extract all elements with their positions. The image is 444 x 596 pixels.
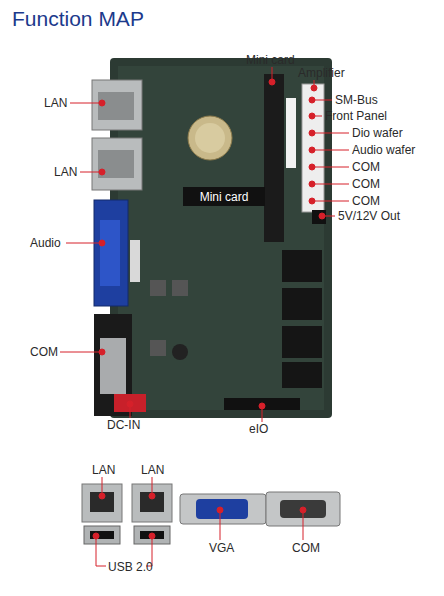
part-label: COM xyxy=(352,194,380,208)
usb-port-slot xyxy=(90,531,114,539)
leader-lines xyxy=(60,67,349,422)
part-label: LAN xyxy=(44,96,67,110)
vga-bracket xyxy=(180,494,266,524)
pcb-inner xyxy=(118,66,324,410)
eio-connector xyxy=(224,398,300,410)
memory-chip xyxy=(282,362,322,388)
part-label: LAN xyxy=(54,165,77,179)
part-label: Audio xyxy=(30,236,61,250)
part-label: DC-IN xyxy=(107,418,140,432)
title: Function MAP xyxy=(12,6,144,32)
sticker xyxy=(286,98,296,168)
lan-jack-port xyxy=(140,492,164,512)
inductor xyxy=(172,280,188,296)
wafer xyxy=(130,240,140,282)
part-label: Audio wafer xyxy=(352,143,415,157)
lan-jack-port xyxy=(98,92,134,120)
power-out-connector xyxy=(312,210,326,224)
lan-jack-port xyxy=(90,492,114,512)
part-label: 5V/12V Out xyxy=(338,209,400,223)
memory-chip xyxy=(282,250,322,282)
part-label: COM xyxy=(352,160,380,174)
memory-chip xyxy=(282,326,322,358)
part-label: Dio wafer xyxy=(352,126,403,140)
part-label: SM-Bus xyxy=(335,93,378,107)
part-label: VGA xyxy=(209,541,234,555)
inductor xyxy=(150,280,166,296)
inductor xyxy=(150,340,166,356)
vga-shell xyxy=(100,220,120,286)
usb-port-slot xyxy=(140,531,164,539)
memory-chip xyxy=(282,288,322,320)
leader-lines-panel xyxy=(93,477,306,566)
com-shell xyxy=(100,338,126,394)
vga-connector xyxy=(94,200,128,306)
pin-headers xyxy=(302,84,324,212)
mini-card-slot xyxy=(264,74,284,242)
coin-battery-top xyxy=(195,123,225,153)
pcb xyxy=(110,58,332,418)
coin-battery xyxy=(188,116,232,160)
part-label: LAN xyxy=(92,463,115,477)
part-label: Amplifier xyxy=(298,66,345,80)
lan-jack xyxy=(92,138,142,190)
part-label: COM xyxy=(352,177,380,191)
part-label: Mini card xyxy=(246,53,295,67)
part-label: USB 2.0 xyxy=(108,560,153,574)
part-label: COM xyxy=(30,345,58,359)
part-label: COM xyxy=(292,541,320,555)
plate-text: Mini card xyxy=(200,190,249,204)
label-plate: Mini card xyxy=(183,187,265,206)
vga-port xyxy=(196,499,248,519)
capacitor xyxy=(172,344,188,360)
part-label: LAN xyxy=(141,463,164,477)
usb-port xyxy=(84,526,120,544)
part-label: Front Panel xyxy=(325,109,387,123)
lan-jack xyxy=(92,80,142,130)
part-label: eIO xyxy=(249,422,268,436)
lan-jack-port xyxy=(98,150,134,178)
